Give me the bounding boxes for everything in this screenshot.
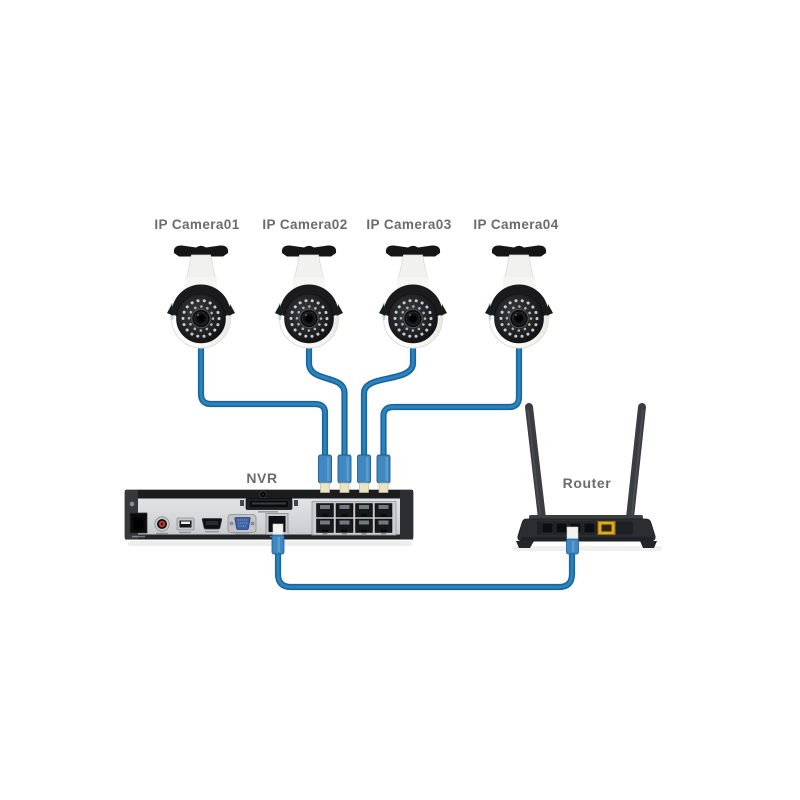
- camera-unit-1: [165, 243, 237, 350]
- poe-port-7: [355, 518, 373, 533]
- nvr-power-button: [259, 490, 267, 499]
- cable-camera4-to-nvr: [384, 340, 520, 466]
- router-shadow: [512, 546, 662, 551]
- camera-unit-3: [377, 243, 449, 350]
- nvr-screw: [129, 501, 135, 507]
- cable-nvr-to-router: [278, 548, 572, 587]
- cable-camera3-to-nvr: [364, 340, 413, 466]
- nvr-power-input-port: [129, 512, 148, 534]
- poe-port-1: [316, 503, 334, 518]
- router-lan-plug: [566, 526, 579, 555]
- nvr-esata-port: [240, 498, 298, 510]
- router-label: Router: [563, 475, 612, 491]
- nvr-shadow: [128, 541, 412, 546]
- nvr-label: NVR: [246, 470, 277, 486]
- camera-label-4: IP Camera04: [473, 217, 558, 232]
- camera-label-2: IP Camera02: [262, 217, 347, 232]
- poe-plug-1: [318, 454, 332, 493]
- nvr-usb-port: [176, 517, 195, 531]
- poe-port-2: [335, 503, 354, 518]
- poe-plug-2: [337, 454, 352, 493]
- router-lan-port-4: [583, 522, 596, 534]
- router-lan-port-2: [555, 522, 568, 534]
- router-foot-left: [516, 541, 534, 548]
- camera-label-3: IP Camera03: [366, 217, 451, 232]
- camera-unit-4: [483, 243, 555, 350]
- nvr-lan-plug: [271, 523, 285, 555]
- poe-port-3: [355, 503, 373, 518]
- nvr-vga-port: [227, 514, 257, 533]
- router-lan-port-1: [541, 522, 554, 534]
- router-foot-right: [640, 541, 657, 548]
- poe-port-6: [335, 518, 354, 533]
- poe-plug-3: [357, 454, 371, 493]
- camera-unit-2: [273, 243, 345, 350]
- camera-label-1: IP Camera01: [154, 217, 239, 232]
- nvr-poe-port-block: [311, 501, 397, 536]
- nvr-audio-rca-port: [154, 516, 170, 532]
- poe-plug-4: [376, 454, 391, 493]
- poe-port-5: [316, 518, 334, 533]
- router-antenna-left: [525, 403, 547, 531]
- nvr-unit: [124, 489, 414, 546]
- router-unit: [512, 403, 662, 551]
- poe-port-4: [374, 503, 393, 518]
- poe-port-8: [374, 518, 393, 533]
- router-antenna-right: [625, 403, 646, 531]
- nvr-hdmi-port: [201, 518, 223, 530]
- router-wan-port: [597, 521, 616, 535]
